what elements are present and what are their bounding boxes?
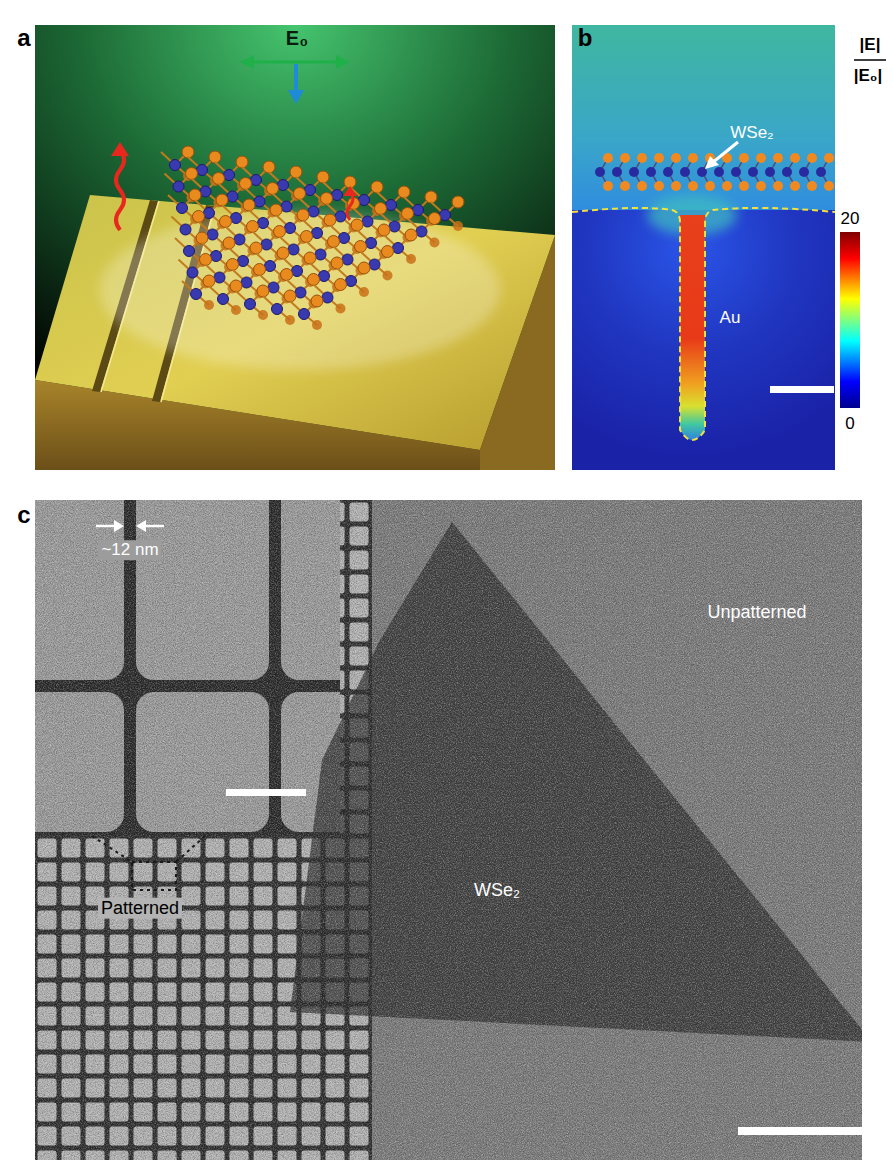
gold-outline xyxy=(572,208,835,440)
inset-scale-bar xyxy=(226,789,306,796)
panel-letter: c xyxy=(17,501,30,529)
colorbar-title: |E₀| xyxy=(854,66,883,86)
glow xyxy=(100,210,500,370)
gap-width-label: ~12 nm xyxy=(98,540,161,560)
gold-film xyxy=(35,195,555,450)
sem-grain xyxy=(35,500,862,1160)
panel-c xyxy=(35,500,862,1160)
colorbar xyxy=(840,232,860,408)
leader-line xyxy=(712,142,738,163)
gap-width-arrows xyxy=(96,520,164,532)
sem-ground xyxy=(35,500,862,1160)
field-label: E₀ xyxy=(286,27,308,50)
wse2-monolayer xyxy=(595,153,834,191)
wse2-lattice xyxy=(161,146,464,330)
sem-grain-dark xyxy=(35,500,862,1160)
region-label: Unpatterned xyxy=(707,602,806,623)
panel-a xyxy=(35,25,555,470)
panel-a-ground xyxy=(35,25,555,470)
field-map-top xyxy=(572,25,835,215)
material-label: WSe₂ xyxy=(474,880,520,901)
panel-b xyxy=(572,25,835,470)
colorbar-tick: 0 xyxy=(845,414,854,434)
material-label: Au xyxy=(720,308,741,328)
colorbar-title: |E| xyxy=(860,35,881,55)
emission-waves xyxy=(111,142,357,230)
scale-bar xyxy=(770,386,834,393)
panel-letter: b xyxy=(578,24,593,52)
region-label: Patterned xyxy=(98,898,182,919)
gap-field xyxy=(680,215,705,440)
colorbar-tick: 20 xyxy=(841,209,860,229)
material-label: WSe₂ xyxy=(730,123,773,143)
scale-bar xyxy=(738,1127,862,1135)
zoom-indicator xyxy=(92,836,205,890)
panel-letter: a xyxy=(17,24,30,52)
fraction-line xyxy=(854,59,886,61)
incident-field-arrows xyxy=(240,55,350,104)
